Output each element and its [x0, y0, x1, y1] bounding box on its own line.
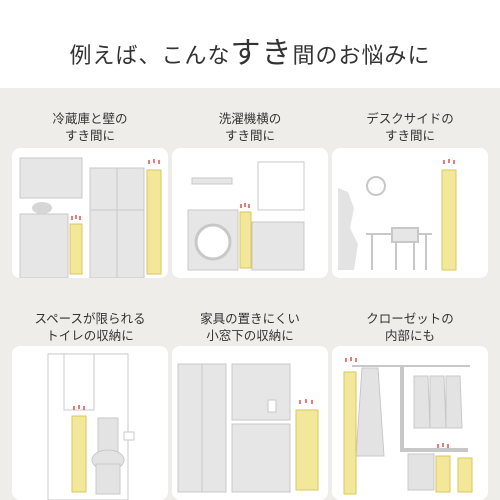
example-card-window: 家具の置きにくい 小窓下の収納に [172, 310, 328, 500]
desk-gap-illustration [338, 159, 457, 271]
example-card-refrigerator: 冷蔵庫と壁の すき間に [12, 110, 168, 278]
caption-line-1: クローゼットの [366, 311, 454, 326]
caption-line-2: トイレの収納に [46, 328, 134, 343]
washer-gap-illustration [187, 161, 305, 271]
illustration-refrigerator [12, 148, 168, 278]
title-post: 間のお悩みに [292, 44, 431, 69]
example-card-toilet: スペースが限られる トイレの収納に [12, 310, 168, 500]
caption-line-2: すき間に [384, 128, 435, 143]
illustration-desk [332, 148, 488, 278]
card-caption: スペースが限られる トイレの収納に [12, 310, 168, 344]
caption-line-2: 内部にも [384, 328, 435, 343]
caption-line-1: 家具の置きにくい [200, 311, 300, 326]
example-card-washer: 洗濯機横の すき間に [172, 110, 328, 278]
illustration-window [172, 346, 328, 500]
page-title: 例えば、こんなすき間のお悩みに [0, 28, 500, 72]
card-caption: 家具の置きにくい 小窓下の収納に [172, 310, 328, 344]
closet-gap-illustration [343, 357, 473, 495]
card-caption: 洗濯機横の すき間に [172, 110, 328, 144]
caption-line-1: デスクサイドの [366, 111, 454, 126]
illustration-washer [172, 148, 328, 278]
caption-line-2: すき間に [224, 128, 275, 143]
card-caption: 冷蔵庫と壁の すき間に [12, 110, 168, 144]
toilet-gap-illustration [47, 353, 135, 500]
window-gap-illustration [177, 363, 319, 493]
example-card-closet: クローゼットの 内部にも [332, 310, 488, 500]
illustration-toilet [12, 346, 168, 500]
header: 例えば、こんなすき間のお悩みに [0, 0, 500, 88]
title-emphasis: すき [230, 36, 293, 71]
caption-line-2: すき間に [64, 128, 115, 143]
card-caption: クローゼットの 内部にも [332, 310, 488, 344]
title-pre: 例えば、こんな [69, 44, 231, 69]
caption-line-1: 洗濯機横の [218, 111, 282, 126]
refrigerator-gap-illustration [19, 157, 162, 278]
card-caption: デスクサイドの すき間に [332, 110, 488, 144]
caption-line-1: スペースが限られる [34, 311, 146, 326]
illustration-closet [332, 346, 488, 500]
caption-line-2: 小窓下の収納に [206, 328, 294, 343]
caption-line-1: 冷蔵庫と壁の [52, 111, 128, 126]
example-card-desk: デスクサイドの すき間に [332, 110, 488, 278]
